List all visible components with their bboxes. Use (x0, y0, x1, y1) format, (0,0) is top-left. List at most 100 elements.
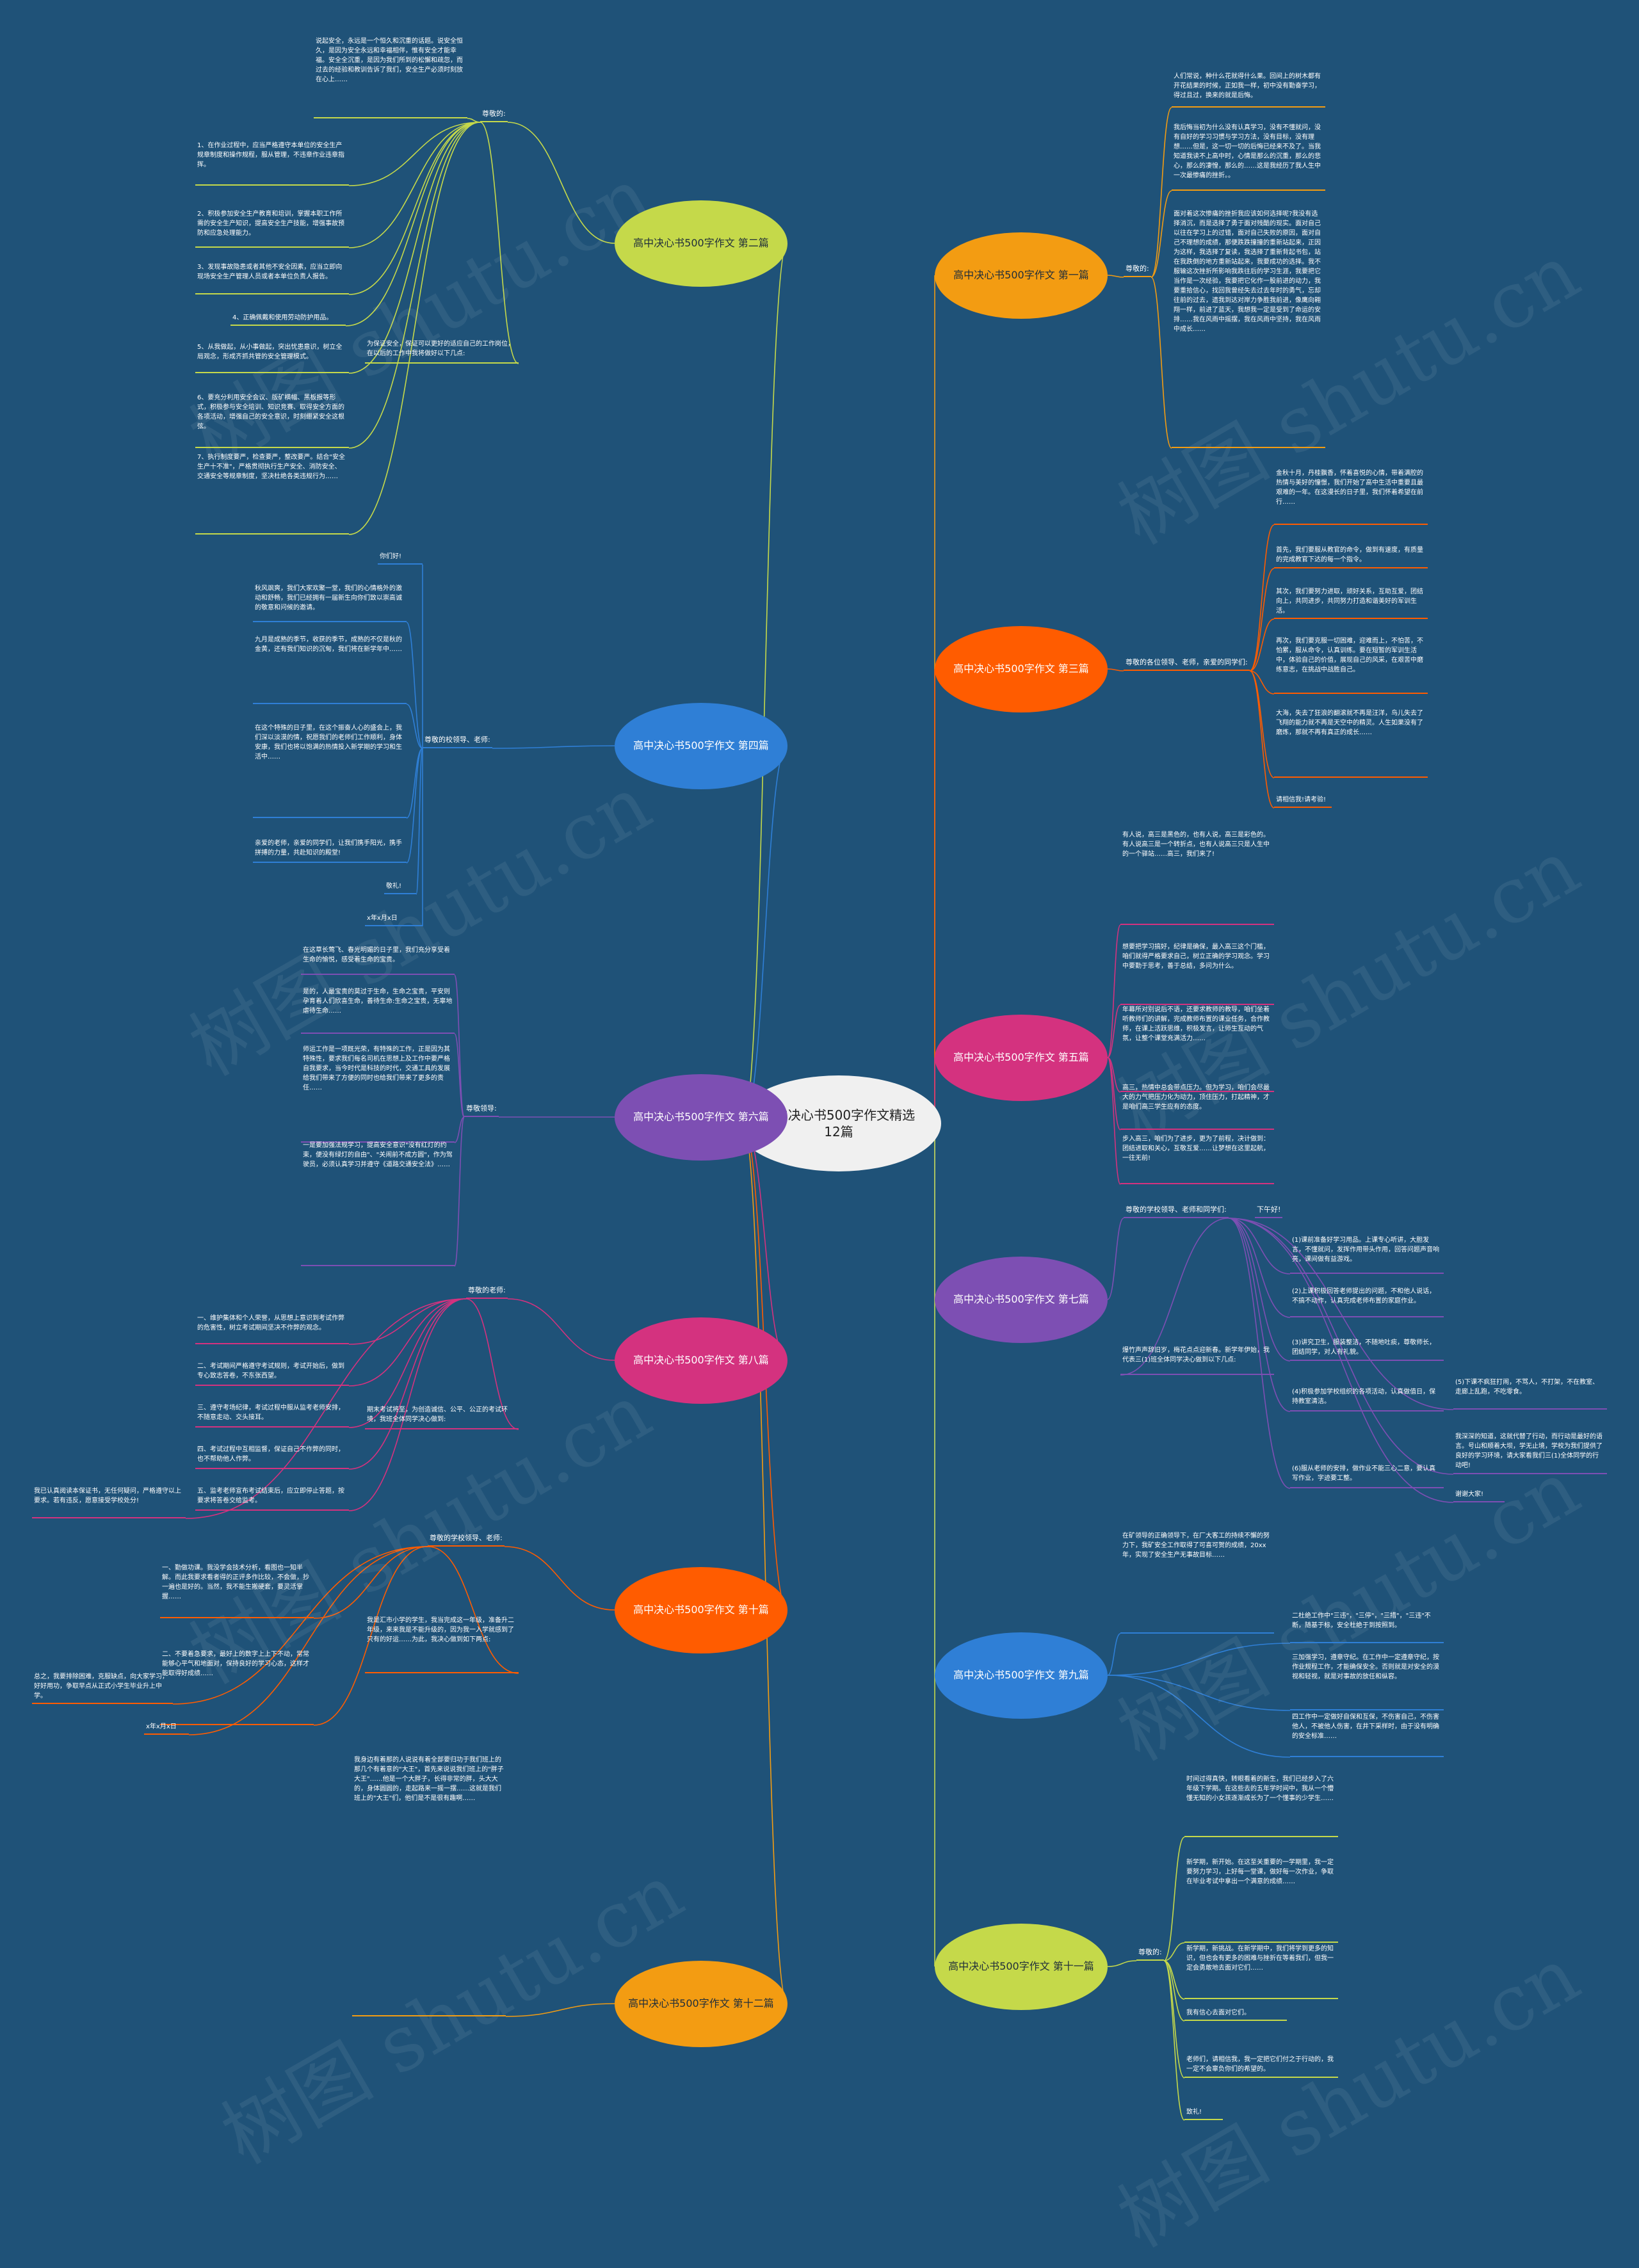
branch-node-b7[interactable]: 高中决心书500字作文 第七篇 (935, 1256, 1108, 1343)
text-block: 想要把学习搞好，纪律是确保，最入高三这个门槛，咱们就得严格要求自己，树立正确的学… (1120, 941, 1274, 1005)
connector-line (1228, 1218, 1291, 1489)
text-block: 有人说，高三是黑色的，也有人说，高三是彩色的。有人说高三是一个转折点，也有人说高… (1120, 829, 1274, 925)
text-block: 首先，我们要服从教官的命令，做到有速度，有质量的完成教官下达的每一个指令。 (1274, 544, 1428, 568)
connector-line (1107, 1643, 1291, 1676)
branch-node-b3[interactable]: 高中决心书500字作文 第三篇 (935, 625, 1108, 712)
branch-node-b12[interactable]: 高中决心书500字作文 第十二篇 (615, 1960, 787, 2047)
connector-line (1107, 668, 1124, 672)
branch-node-b5[interactable]: 高中决心书500字作文 第五篇 (935, 1014, 1108, 1101)
text-block: 爆竹声声辞旧岁，梅花点点迎新春。新学年伊始，我代表三(1)班全体同学决心做到以下… (1120, 1344, 1274, 1375)
connector-line (348, 1298, 467, 1428)
connector-line (406, 622, 423, 749)
text-block: 金秋十月，丹桂飘香，怀着喜悦的心情，带着满腔的热情与美好的憧憬，我们开始了高中生… (1274, 467, 1428, 525)
text-block: 二、考试期间严格遵守考试规则，考试开始后，做到专心致志答卷，不东张西望。 (195, 1360, 349, 1386)
text-block: 步入高三，咱们为了进步，更为了前程，决计做到：团结进取和关心，互敬互爱……让梦想… (1120, 1133, 1274, 1184)
connector-line (504, 1546, 615, 1611)
branch-node-b9[interactable]: 高中决心书500字作文 第九篇 (935, 1632, 1108, 1719)
text-block: 人们常说，种什么花就得什么果。回间上的树木都有开花结果的时候，正如我一样，初中没… (1172, 70, 1325, 108)
connector-line (427, 1546, 519, 1674)
branch-label: 尊敬的: (480, 108, 508, 123)
branch-label: 尊敬的校领导、老师: (423, 734, 492, 749)
text-block: 我后悔当初为什么没有认真学习，没有不懂就问，没有自好的学习习惯与学习方法，没有目… (1172, 122, 1325, 191)
text-block: 在这草长莺飞、春光明媚的日子里，我们充分享受着生命的愉悦，感受着生命的宝贵。 (301, 944, 455, 975)
text-block: 在矿领导的正确领导下，在厂大客工的持续不懈的努力下，我矿安全工作取得了可喜可贺的… (1120, 1530, 1274, 1634)
connector-line (507, 1298, 615, 1361)
connector-line (1151, 190, 1172, 278)
branch-label: 尊敬的学校领导、老师: (428, 1532, 505, 1547)
connector-line (1228, 1218, 1291, 1362)
text-block: 我已认真阅读本保证书，无任何疑问，严格遵守以上要求。若有违反，愿意接受学校处分! (32, 1485, 186, 1518)
connector-line (172, 1546, 428, 1705)
branch-node-b1[interactable]: 高中决心书500字作文 第一篇 (935, 232, 1108, 319)
text-block: (4)积极参加学校组织的各项活动，认真做值日，保持教室清洁。 (1290, 1386, 1444, 1411)
text-block: 1、在作业过程中，应当严格遵守本单位的安全生产规章制度和操作规程，服从管理，不违… (195, 140, 349, 186)
text-block: 6、要充分利用安全会议、版矿横幅、黑板报等形式，积极参与安全培训、知识竞赛、取得… (195, 392, 349, 448)
text-block: 3、发现事故隐患或者其他不安全因素，应当立即向现场安全生产管理人员或者本单位负责… (195, 261, 349, 294)
text-block: 大海，失去了狂浪的翻滚就不再是汪洋，鸟儿失去了飞翔的能力就不再是天空中的精灵。人… (1274, 707, 1428, 778)
connector-line (454, 1116, 465, 1143)
text-block: 时间过得真快，转眼看着的新生，我们已经步入了六年级下学期。在这些去的五年学时间中… (1184, 1773, 1338, 1837)
connector-line (1107, 924, 1121, 1058)
connector-line (348, 1298, 467, 1387)
text-block: x年x月x日 (365, 912, 423, 926)
branch-node-b2[interactable]: 高中决心书500字作文 第二篇 (615, 200, 787, 287)
text-block: 一是要加强法规学习，提高安全意识"没有红灯的约束，便没有绿灯的自由"、"关闹前不… (301, 1139, 455, 1266)
connector-line (1107, 1675, 1291, 1758)
text-block: 老师们，请相信我，我一定把它们付之于行动的，我一定不会辜负你们的希望的。 (1184, 2054, 1338, 2078)
text-block: 期末考试将至，为创造诚信、公平、公正的考试环境，我班全体同学决心做到: (365, 1404, 519, 1429)
connector-line (1163, 1960, 1185, 2022)
connector-line (1249, 524, 1275, 672)
text-block: 是的，人最宝贵的莫过于生命，生命之宝贵，平安则孕育着人们欣喜生命，善待生命:生命… (301, 986, 455, 1034)
connector-line (1228, 1218, 1454, 1410)
connector-line (185, 1298, 467, 1519)
connector-line (1107, 1004, 1121, 1058)
text-block: 5、从我做起，从小事做起，突出忧患意识，树立全局观念，形成齐抓共管的安全管理模式… (195, 341, 349, 373)
connector-line (1249, 670, 1275, 778)
text-block: 请相信我!请考验! (1274, 794, 1332, 808)
text-block: 7、执行制度要严，检查要严，整改要严。结合"安全生产十不准"，严格贯彻执行生产安… (195, 451, 349, 535)
connector-line (1163, 1942, 1185, 1961)
connector-line (416, 748, 423, 895)
text-block: 二杜绝工作中"三违"，"三停"，"三措"，"三违"不断，随基于标，安全杜绝于到按… (1290, 1610, 1444, 1643)
text-block: 亲爱的老师，亲爱的同学们，让我们携手阳光，携手拼搏的力量，共赴知识的殿堂! (253, 837, 407, 863)
connector-line (454, 974, 465, 1118)
branch-node-b10[interactable]: 高中决心书500字作文 第十篇 (615, 1566, 787, 1653)
branch-node-b4[interactable]: 高中决心书500字作文 第四篇 (615, 702, 787, 789)
branch-node-b6[interactable]: 高中决心书500字作文 第六篇 (615, 1074, 787, 1161)
text-block: 其次，我们要努力进取，顽好关系，互助互爱，团结向上，共同进步，共同努力打造和谐美… (1274, 586, 1428, 619)
text-block: 四工作中一定做好自保和互保，不伤害自己，不伤害他人，不被他人伤害，在井下采样时，… (1290, 1711, 1444, 1757)
connector-line (480, 122, 519, 364)
text-block: 二、不要着急要求，最好上的数字上上下不动，常常能够心平气和地面对，保持良好的学习… (160, 1648, 314, 1725)
text-block: 师运工作是一项既光荣，有特殊的工作，正是因为其特殊性，要求我们每名司机在思想上及… (301, 1043, 455, 1143)
text-block: 你们好! (378, 551, 423, 565)
connector-line (1249, 670, 1275, 808)
connector-line (467, 118, 481, 123)
connector-line (348, 122, 481, 535)
connector-line (1107, 1218, 1124, 1300)
text-block: 敬礼! (384, 880, 416, 894)
text-block: 我有信心去面对它们。 (1184, 2007, 1287, 2021)
text-block: 2、积极参加安全生产教育和培训，掌握本职工作所需的安全生产知识，提高安全生产技能… (195, 208, 349, 248)
text-block: 新学期，新开始。在这至关重要的一学期里，我一定要努力学习，上好每一堂课，做好每一… (1184, 1856, 1338, 1943)
text-block: 三、遵守考场纪律，考试过程中服从监考老师安排，不随意走动、交头接耳。 (195, 1402, 349, 1428)
text-block: 五、监考老师宣布考试结束后，应立即停止答题，按要求将答卷交给监考。 (195, 1485, 349, 1511)
branch-node-b8[interactable]: 高中决心书500字作文 第八篇 (615, 1317, 787, 1404)
text-block: (3)讲究卫生，服装整洁，不随地吐痰，尊敬师长，团结同学，对人有礼貌。 (1290, 1337, 1444, 1361)
connector-line (1107, 1633, 1121, 1676)
connector-line (348, 122, 481, 449)
branch-node-b11[interactable]: 高中决心书500字作文 第十一篇 (935, 1923, 1108, 2010)
connector-line (507, 122, 615, 244)
connector-line (1228, 1218, 1291, 1275)
text-block: (6)服从老师的安排，做作业不能三心二意，要认真写作业，字迹要工整。 (1290, 1463, 1444, 1488)
connector-line (742, 745, 788, 1124)
text-block: 说起安全，永远是一个恒久和沉重的话题。说安全恒久，是因为安全永远和幸福相伴，惟有… (314, 35, 467, 118)
connector-line (1163, 1960, 1185, 2121)
connector-line (492, 745, 615, 749)
connector-line (1249, 670, 1275, 695)
branch-label: 下午好! (1255, 1203, 1283, 1219)
text-block: 再次，我们要克服一切困难，迎难而上，不怕苦，不怕累，服从命令，认真训练。要在短暂… (1274, 635, 1428, 694)
branch-label: 尊敬的: (1136, 1946, 1164, 1961)
connector-line (348, 122, 481, 248)
connector-line (1249, 568, 1275, 672)
text-block: 面对着这次惨痛的挫折我应该如何选择呢?我没有选择消沉，而是选择了勇于面对残酷的现… (1172, 208, 1325, 448)
